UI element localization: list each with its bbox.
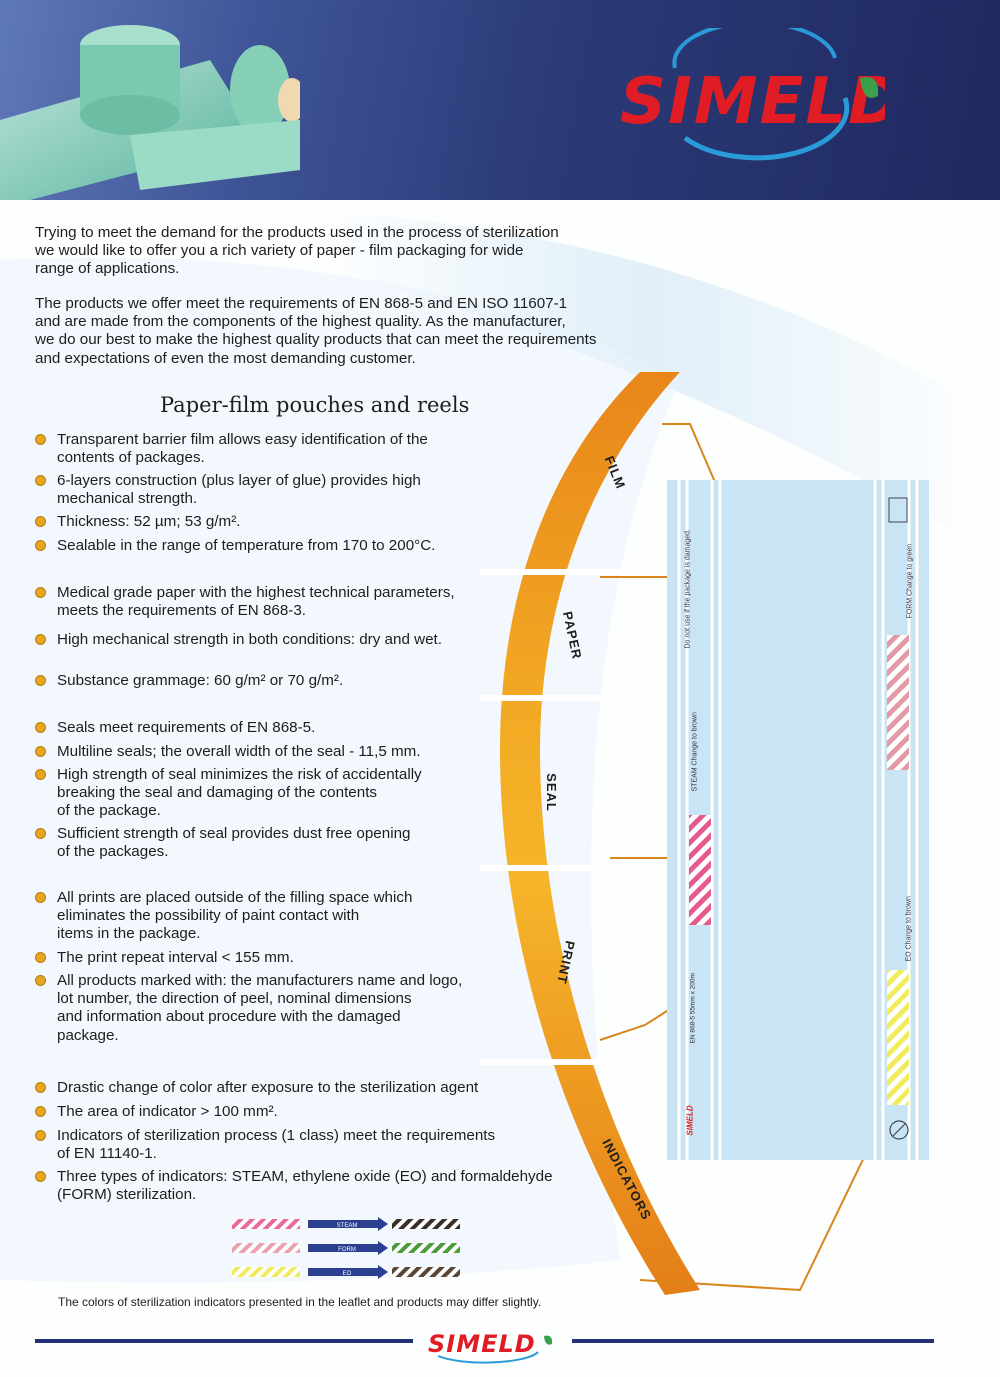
legend-label-form: FORM	[338, 1247, 356, 1253]
bullet-icon	[35, 540, 46, 551]
intro-line: Trying to meet the demand for the produc…	[35, 224, 559, 241]
intro-line: and expectations of even the most demand…	[35, 349, 416, 367]
arc-label-seal: SEAL	[543, 773, 559, 812]
bullet-icon	[35, 1130, 46, 1141]
footnote: The colors of sterilization indicators p…	[58, 1295, 542, 1309]
feature-item: 6-layers construction (plus layer of glu…	[35, 472, 421, 508]
background-swoosh	[0, 210, 1000, 1295]
feature-item: High strength of seal minimizes the risk…	[35, 766, 422, 821]
intro-line: we do our best to make the highest quali…	[35, 331, 597, 349]
feature-item: The area of indicator > 100 mm².	[35, 1103, 278, 1121]
bullet-icon	[35, 892, 46, 903]
reel-print-form: FORM Change to green	[906, 543, 914, 619]
feature-item: Transparent barrier film allows easy ide…	[35, 431, 428, 467]
indicator-legend: STEAM FORM EO	[232, 1217, 460, 1279]
reel-graphic	[667, 480, 929, 1160]
bullet-icon	[35, 975, 46, 986]
legend-row-form	[232, 1241, 460, 1255]
intro-paragraph-2: The products we offer meet the requireme…	[35, 295, 596, 368]
reel-print-size: EN 868-5 55mm x 200m	[689, 973, 697, 1044]
intro-line: The products we offer meet the requireme…	[35, 295, 568, 312]
footer-divider-right	[572, 1339, 934, 1343]
intro-paragraph-1: Trying to meet the demand for the produc…	[35, 224, 559, 279]
simeld-logo: SIMELD	[620, 28, 885, 161]
bullet-icon	[35, 587, 46, 598]
sterilization-reel-image	[0, 25, 300, 200]
intro-line: we would like to offer you a rich variet…	[35, 242, 524, 260]
header-banner: SIMELD	[0, 0, 1000, 200]
reel-print-logo: SIMELD	[685, 1105, 695, 1136]
section-title: Paper-film pouches and reels	[160, 393, 470, 417]
feature-item: All prints are placed outside of the fil…	[35, 889, 412, 944]
feature-item: Indicators of sterilization process (1 c…	[35, 1127, 495, 1163]
bullet-icon	[35, 1171, 46, 1182]
legend-label-steam: STEAM	[337, 1223, 358, 1229]
footer-logo-text: SIMELD	[428, 1330, 536, 1358]
feature-item: Drastic change of color after exposure t…	[35, 1079, 478, 1097]
bullet-icon	[35, 722, 46, 733]
reel-print-do-not-use: Do not use if the package is damaged.	[684, 529, 692, 649]
feature-item: Three types of indicators: STEAM, ethyle…	[35, 1168, 553, 1204]
feature-item: All products marked with: the manufactur…	[35, 972, 462, 1045]
feature-item: Sufficient strength of seal provides dus…	[35, 825, 410, 861]
legend-row-steam	[232, 1217, 460, 1231]
feature-item: Multiline seals; the overall width of th…	[35, 743, 421, 761]
bullet-icon	[35, 475, 46, 486]
bullet-icon	[35, 1082, 46, 1093]
bullet-icon	[35, 828, 46, 839]
intro-line: and are made from the components of the …	[35, 313, 566, 331]
bullet-icon	[35, 634, 46, 645]
bullet-icon	[35, 746, 46, 757]
feature-item: Substance grammage: 60 g/m² or 70 g/m².	[35, 672, 343, 690]
feature-item: Thickness: 52 µm; 53 g/m².	[35, 513, 240, 531]
bullet-icon	[35, 1106, 46, 1117]
bullet-icon	[35, 952, 46, 963]
legend-label-eo: EO	[343, 1271, 352, 1277]
feature-item: The print repeat interval < 155 mm.	[35, 949, 294, 967]
footer-divider-left	[35, 1339, 413, 1343]
reel-print-eo: EO Change to brown	[905, 896, 913, 962]
logo-text: SIMELD	[620, 65, 885, 139]
feature-item: Sealable in the range of temperature fro…	[35, 537, 435, 555]
bullet-icon	[35, 675, 46, 686]
feature-item: High mechanical strength in both conditi…	[35, 631, 442, 649]
bullet-icon	[35, 434, 46, 445]
legend-row-eo	[232, 1265, 460, 1279]
footer-simeld-logo: SIMELD	[428, 1330, 553, 1364]
feature-item: Medical grade paper with the highest tec…	[35, 584, 455, 620]
bullet-icon	[35, 769, 46, 780]
reel-print-steam: STEAM Change to brown	[691, 712, 699, 792]
reel-illustration: Do not use if the package is damaged. ST…	[667, 480, 929, 1160]
feature-item: Seals meet requirements of EN 868-5.	[35, 719, 315, 737]
intro-line: range of applications.	[35, 260, 180, 278]
bullet-icon	[35, 516, 46, 527]
